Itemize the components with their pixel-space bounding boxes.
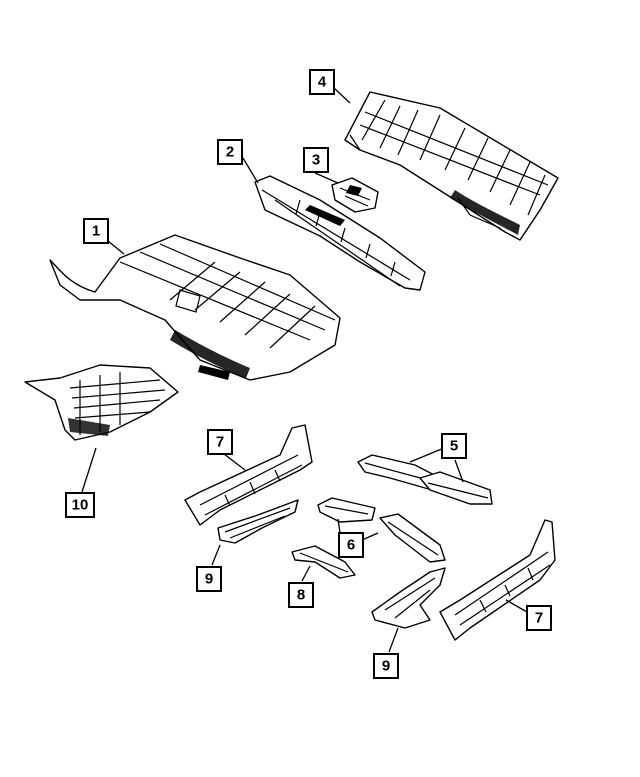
part-crossmember-center — [254, 175, 426, 291]
svg-text:10: 10 — [72, 497, 89, 514]
part-crossmember-pair — [317, 497, 446, 563]
leader-8 — [301, 565, 311, 582]
leader-2 — [242, 157, 259, 184]
callout-7-left: 7 — [207, 429, 233, 455]
leader-5-a — [409, 447, 445, 463]
callout-6: 6 — [338, 532, 364, 558]
part-sill-right — [439, 519, 556, 641]
part-extension-right — [371, 567, 446, 629]
leader-10 — [81, 447, 97, 493]
callout-7-right: 7 — [526, 605, 552, 631]
part-extension-left — [217, 499, 299, 544]
svg-text:8: 8 — [297, 587, 305, 604]
leader-9-left — [211, 544, 221, 566]
leader-1 — [107, 240, 125, 255]
callout-4: 4 — [309, 69, 335, 95]
leader-4 — [333, 87, 351, 104]
svg-text:1: 1 — [92, 223, 100, 240]
leader-5-b — [454, 459, 464, 483]
callout-1: 1 — [83, 218, 109, 244]
svg-text:9: 9 — [205, 571, 213, 588]
leader-9-right — [388, 627, 399, 653]
svg-text:9: 9 — [382, 658, 390, 675]
leader-lines — [81, 87, 528, 653]
leader-3 — [314, 172, 339, 184]
part-floor-pan-side — [24, 364, 179, 441]
callout-2: 2 — [217, 139, 243, 165]
part-reinforcement-pair — [357, 454, 493, 505]
svg-text:6: 6 — [347, 537, 355, 554]
leader-7-left — [223, 453, 246, 471]
leader-6-a — [337, 518, 341, 534]
leader-6-b — [361, 532, 379, 541]
part-bracket-8 — [291, 545, 356, 579]
part-sill-left — [184, 424, 313, 526]
callout-9-right: 9 — [373, 653, 399, 679]
part-floor-pan-front — [49, 234, 341, 381]
svg-text:2: 2 — [226, 144, 234, 161]
svg-text:3: 3 — [312, 152, 320, 169]
callout-3: 3 — [303, 147, 329, 173]
callout-5: 5 — [441, 433, 467, 459]
callout-9-left: 9 — [196, 566, 222, 592]
leader-7-right — [505, 599, 528, 613]
part-bracket-small — [331, 177, 379, 213]
svg-text:7: 7 — [535, 610, 543, 627]
svg-text:7: 7 — [216, 434, 224, 451]
callout-8: 8 — [288, 582, 314, 608]
callout-10: 10 — [65, 492, 95, 518]
svg-text:5: 5 — [450, 438, 458, 455]
svg-text:4: 4 — [318, 74, 327, 91]
part-floor-pan-rear — [344, 91, 559, 241]
